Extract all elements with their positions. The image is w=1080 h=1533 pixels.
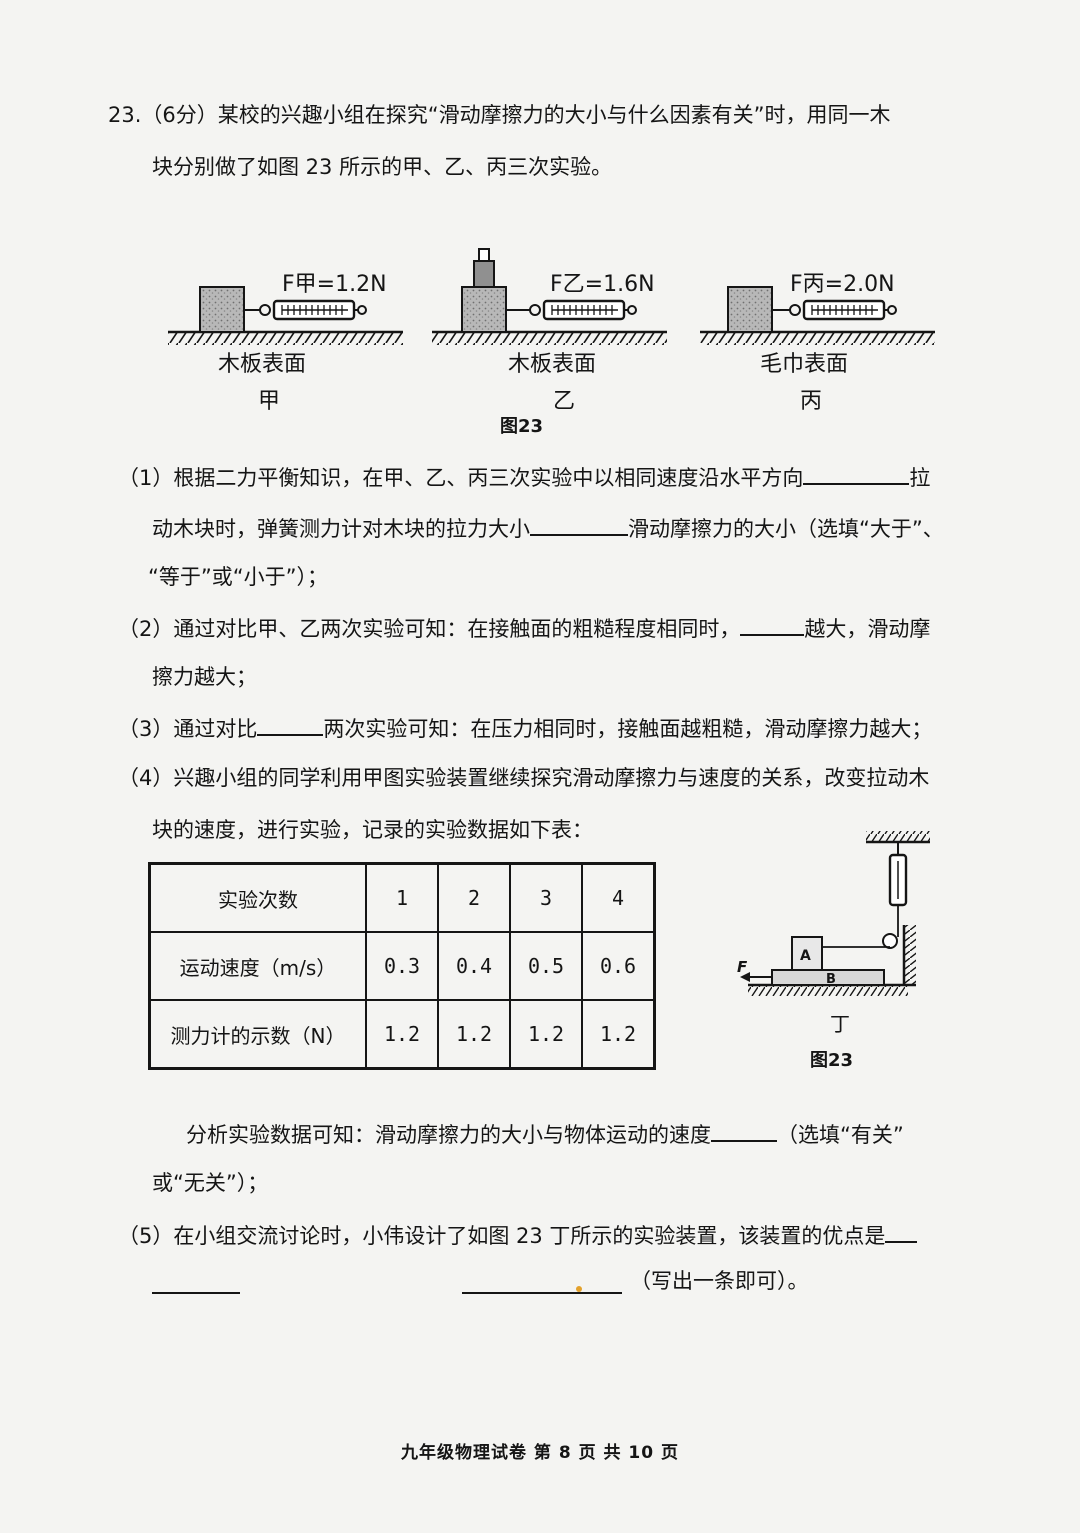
- wood-block-yi: [461, 286, 507, 333]
- table-cell: 1.2: [437, 999, 511, 1070]
- spring-scale-yi: [542, 299, 637, 321]
- answer-blank-3[interactable]: [257, 712, 324, 736]
- wood-block-jia: [199, 286, 245, 333]
- analysis-text-a: 分析实验数据可知：滑动摩擦力的大小与物体运动的速度: [186, 1123, 711, 1147]
- label-f: F: [737, 958, 748, 976]
- table-cell: 0.5: [509, 931, 583, 1001]
- answer-blank-2[interactable]: [740, 612, 805, 636]
- experiment-jia: [168, 286, 403, 345]
- experiment-name-yi: 乙: [553, 389, 576, 414]
- part1-text-c: 动木块时，弹簧测力计对木块的拉力大小: [152, 517, 530, 541]
- table-cell: 4: [581, 862, 656, 933]
- figure-caption-top: 图23: [500, 416, 544, 437]
- part5-text: （5）在小组交流讨论时，小伟设计了如图 23 丁所示的实验装置，该装置的优点是: [118, 1224, 886, 1248]
- part2-line2: 擦力越大；: [152, 665, 257, 689]
- surface-label-jia: 木板表面: [218, 352, 307, 377]
- experiment-name-jia: 甲: [258, 389, 281, 414]
- label-a: A: [800, 948, 811, 964]
- part4-line1: （4）兴趣小组的同学利用甲图实验装置继续探究滑动摩擦力与速度的关系，改变拉动木: [118, 766, 930, 790]
- answer-blank-1a[interactable]: [803, 461, 910, 485]
- part4-line2: 块的速度，进行实验，记录的实验数据如下表：: [152, 818, 593, 842]
- force-label-yi: F乙=1.6N: [550, 272, 655, 297]
- intro-text-1: （6分）某校的兴趣小组在探究“滑动摩擦力的大小与什么因素有关”时，用同一木: [141, 103, 891, 127]
- table-cell: 1.2: [581, 999, 656, 1070]
- part1-text-a: （1）根据二力平衡知识，在甲、乙、丙三次实验中以相同速度沿水平方向: [118, 466, 804, 490]
- part1-line3: “等于”或“小于”）；: [148, 565, 329, 589]
- figure-23-experiments: [168, 248, 935, 345]
- answer-blank-1b[interactable]: [530, 512, 628, 536]
- question-intro-line2: 块分别做了如图 23 所示的甲、乙、丙三次实验。: [152, 155, 613, 179]
- table-cell: 1.2: [365, 999, 439, 1070]
- part5-line1: （5）在小组交流讨论时，小伟设计了如图 23 丁所示的实验装置，该装置的优点是: [118, 1219, 918, 1251]
- table-cell: 0.6: [581, 931, 656, 1001]
- experiment-name-bing: 丙: [800, 389, 823, 414]
- part4-analysis-line2: 或“无关”）；: [152, 1171, 269, 1195]
- part3-text-a: （3）通过对比: [118, 717, 258, 741]
- part5-line2-end: （写出一条即可）。: [630, 1269, 809, 1293]
- table-row: 测力计的示数（N） 1.2 1.2 1.2 1.2: [148, 999, 656, 1070]
- spring-scale-jia: [272, 299, 367, 321]
- experiment-bing: [700, 286, 935, 345]
- experiment-data-table: 实验次数 1 2 3 4 运动速度（m/s） 0.3 0.4 0.5 0.6 测…: [148, 862, 656, 1070]
- pulley: [882, 933, 898, 949]
- part2-text-a: （2）通过对比甲、乙两次实验可知：在接触面的粗糙程度相同时，: [118, 617, 741, 641]
- answer-blank-4[interactable]: [711, 1118, 777, 1142]
- figure-23-ding: [740, 831, 930, 996]
- table-cell: 1: [365, 862, 439, 933]
- table-row: 实验次数 1 2 3 4: [148, 862, 656, 933]
- answer-blank-5a[interactable]: [885, 1219, 918, 1243]
- force-label-jia: F甲=1.2N: [282, 272, 387, 297]
- weight-yi: [473, 260, 495, 288]
- answer-blank-5c[interactable]: [462, 1270, 622, 1294]
- part1-text-d: 滑动摩擦力的大小（选填“大于”、: [628, 517, 944, 541]
- experiment-yi: [432, 248, 667, 345]
- label-b: B: [826, 972, 836, 987]
- part4-analysis-line1: 分析实验数据可知：滑动摩擦力的大小与物体运动的速度 （选填“有关”: [186, 1118, 904, 1150]
- analysis-text-b: （选填“有关”: [777, 1123, 904, 1147]
- table-cell: 0.3: [365, 931, 439, 1001]
- part2-line1: （2）通过对比甲、乙两次实验可知：在接触面的粗糙程度相同时， 越大，滑动摩: [118, 612, 930, 644]
- answer-blank-5b[interactable]: [152, 1270, 240, 1294]
- block-a: [791, 936, 823, 971]
- figure-ding-name: 丁: [830, 1012, 850, 1036]
- spring-scale-bing: [802, 299, 897, 321]
- figure-caption-ding: 图23: [810, 1050, 854, 1071]
- surface-label-yi: 木板表面: [508, 352, 597, 377]
- surface-label-bing: 毛巾表面: [760, 352, 849, 377]
- table-cell: 1.2: [509, 999, 583, 1070]
- page-footer: 九年级物理试卷 第 8 页 共 10 页: [401, 1443, 679, 1463]
- table-cell: 2: [437, 862, 511, 933]
- table-cell: 3: [509, 862, 583, 933]
- force-label-bing: F丙=2.0N: [790, 272, 895, 297]
- part2-text-b: 越大，滑动摩: [804, 617, 931, 641]
- table-row-header: 运动速度（m/s）: [148, 931, 367, 1001]
- part1-line2: 动木块时，弹簧测力计对木块的拉力大小 滑动摩擦力的大小（选填“大于”、: [152, 512, 944, 544]
- question-intro-line1: 23.（6分）某校的兴趣小组在探究“滑动摩擦力的大小与什么因素有关”时，用同一木: [108, 100, 891, 130]
- table-row-header: 测力计的示数（N）: [148, 999, 367, 1070]
- table-cell: 0.4: [437, 931, 511, 1001]
- question-number: 23.: [108, 103, 142, 127]
- table-row: 运动速度（m/s） 0.3 0.4 0.5 0.6: [148, 931, 656, 1001]
- part3-text-b: 两次实验可知：在压力相同时，接触面越粗糙，滑动摩擦力越大；: [323, 717, 933, 741]
- part1-line1: （1）根据二力平衡知识，在甲、乙、丙三次实验中以相同速度沿水平方向 拉: [118, 461, 930, 493]
- ink-dot: [576, 1286, 582, 1292]
- part3-line1: （3）通过对比 两次实验可知：在压力相同时，接触面越粗糙，滑动摩擦力越大；: [118, 712, 932, 744]
- wood-block-bing: [727, 286, 773, 333]
- table-row-header: 实验次数: [148, 862, 367, 933]
- part1-text-b: 拉: [909, 466, 931, 490]
